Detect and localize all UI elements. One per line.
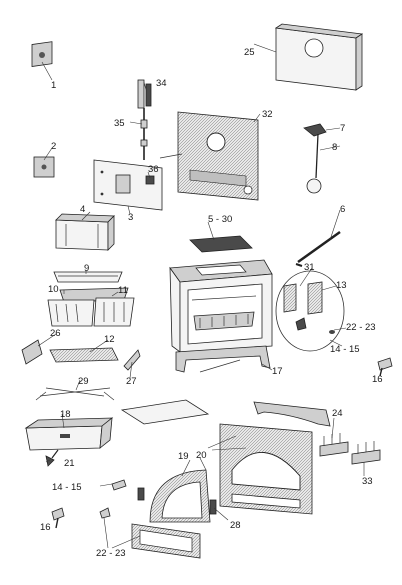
label-part-29: 29: [78, 376, 89, 387]
label-part-32: 32: [262, 109, 273, 120]
label-part-12: 12: [104, 334, 115, 345]
label-part-25: 25: [244, 47, 255, 58]
part-3-36-back-panel: [93, 159, 163, 211]
label-part-24: 24: [332, 408, 343, 419]
part-1-plate: [31, 41, 53, 67]
part-2-plate: [33, 156, 55, 178]
part-7-8-damper: [303, 123, 327, 194]
label-part-36: 36: [148, 164, 159, 175]
label-part-31: 31: [304, 262, 315, 273]
label-part-9: 9: [84, 263, 89, 274]
part-27-wedge: [123, 349, 141, 371]
part-18-drawer: [24, 417, 114, 451]
label-part-22-23-right: 22 - 23: [346, 322, 376, 333]
part-32-rear-plate: [159, 111, 259, 201]
part-24-rail: [253, 401, 331, 427]
label-part-20: 20: [196, 450, 207, 461]
label-part-5-30: 5 - 30: [208, 214, 232, 225]
label-part-10: 10: [48, 284, 59, 295]
label-part-34: 34: [156, 78, 167, 89]
front-door-frame: [219, 423, 313, 515]
part-6-tool: [295, 230, 341, 267]
label-part-4: 4: [80, 204, 85, 215]
label-part-18: 18: [60, 409, 71, 420]
label-part-33: 33: [362, 476, 373, 487]
part-4-tray: [55, 213, 115, 251]
part-14-15-hardware-left: [99, 479, 127, 519]
label-part-14-15-left: 14 - 15: [52, 482, 82, 493]
floor-plate: [120, 399, 210, 425]
part-16-screw-left: [51, 507, 65, 529]
part-labels: 1 2 3 4 5 - 30 6 7 8 9 10 11 12 13 14 - …: [40, 47, 383, 559]
part-21-latch: [45, 449, 59, 467]
label-part-21: 21: [64, 458, 75, 469]
label-part-16-left: 16: [40, 522, 51, 533]
label-part-17: 17: [272, 366, 283, 377]
label-part-27: 27: [126, 376, 137, 387]
part-16-screw-right: [377, 357, 393, 377]
part-31-13-side-assembly: [275, 270, 345, 352]
bottom-glass-panel: [131, 523, 201, 559]
label-part-19: 19: [178, 451, 189, 462]
part-26-plate: [21, 339, 43, 365]
part-25-panel: [274, 23, 364, 91]
label-part-16-right: 16: [372, 374, 383, 385]
label-part-13: 13: [336, 280, 347, 291]
label-part-28: 28: [230, 520, 241, 531]
label-part-2: 2: [51, 141, 56, 152]
label-part-6: 6: [340, 204, 345, 215]
label-part-3: 3: [128, 212, 133, 223]
label-part-14-15-right: 14 - 15: [330, 344, 360, 355]
label-part-35: 35: [114, 118, 125, 129]
part-12-grate: [49, 347, 119, 363]
part-5-30-baffle: [189, 235, 253, 253]
part-34-35-rod: [137, 79, 152, 160]
leader-lines: [37, 43, 365, 549]
part-33-comb: [319, 433, 381, 465]
label-part-8: 8: [332, 142, 337, 153]
part-9-10-11-grate: [47, 271, 135, 327]
label-part-7: 7: [340, 123, 345, 134]
label-part-22-23-left: 22 - 23: [96, 548, 126, 559]
label-part-1: 1: [51, 80, 56, 91]
stove-body: [169, 259, 273, 373]
arch-door: [137, 469, 217, 523]
label-part-11: 11: [118, 285, 128, 296]
part-29-frame: [35, 387, 115, 401]
label-part-26: 26: [50, 328, 61, 339]
